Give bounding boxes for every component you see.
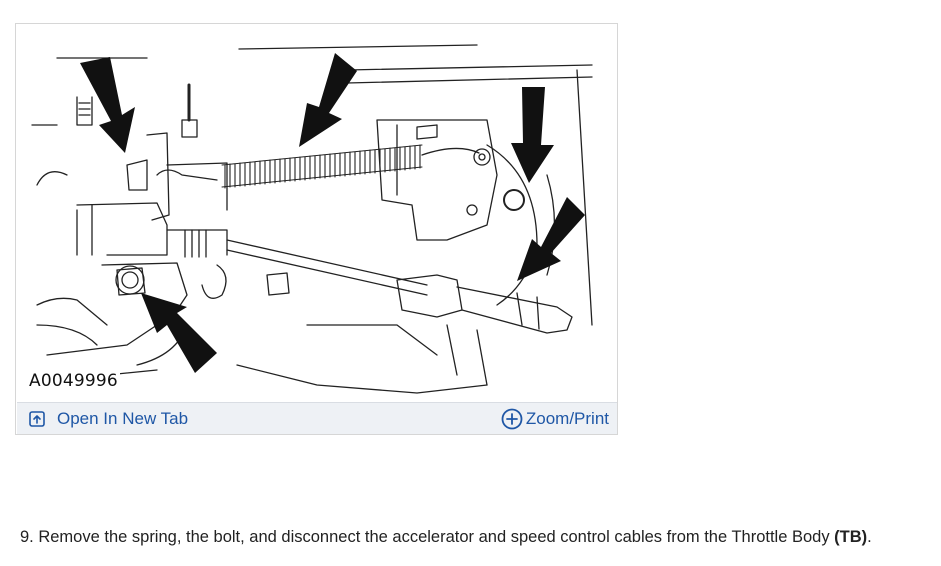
instruction-text: 9. Remove the spring, the bolt, and disc… [20,528,835,546]
zoom-print-button[interactable]: Zoom/Print [501,407,609,431]
zoom-print-label: Zoom/Print [525,409,609,428]
diagram-illustration [31,44,593,394]
figure-toolbar: Open In New Tab Zoom/Print [17,402,617,434]
instruction-step: 9. Remove the spring, the bolt, and disc… [20,528,935,547]
figure-card: A0049996 Open In New Tab Zoom/Print [15,23,618,435]
open-in-new-tab-label: Open In New Tab [57,409,189,428]
open-in-new-tab-button[interactable]: Open In New Tab [29,409,188,429]
arrow-top-center [299,53,357,147]
open-in-new-tab-icon [29,411,45,427]
plus-circle-icon [501,408,523,430]
instruction-emphasis: (TB) [834,528,868,546]
instruction-end: . [867,528,872,546]
arrow-top-right [511,87,554,183]
figure-id-label: A0049996 [27,371,120,391]
arrow-right [517,197,585,281]
throttle-body-diagram: A0049996 [17,25,617,401]
arrow-top-left [80,57,135,153]
pointer-arrows [80,53,585,373]
arrow-bottom-left [141,293,217,373]
